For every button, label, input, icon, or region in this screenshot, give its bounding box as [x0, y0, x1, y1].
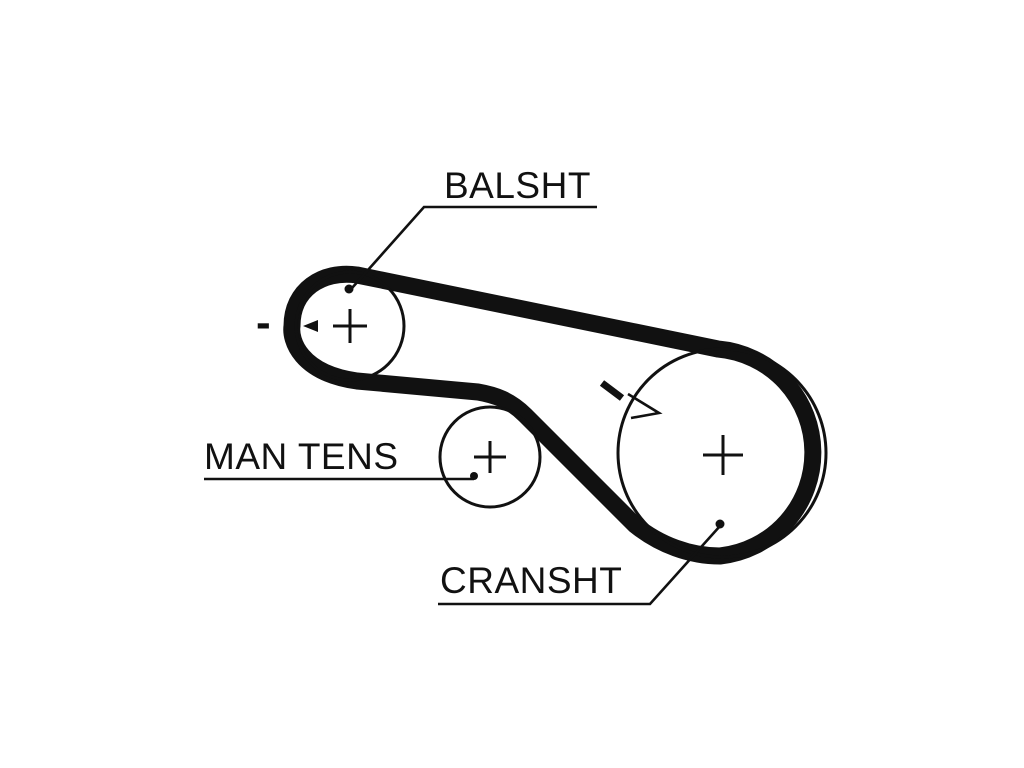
timing-belt: [283, 265, 822, 565]
crankshaft-timing-notch: [627, 392, 663, 420]
balance-shaft-label: BALSHT: [444, 165, 591, 206]
balance-shaft-timing-arrow: [303, 320, 318, 332]
crankshaft-minus-sign: [599, 380, 625, 401]
crankshaft-timing-dot: [715, 519, 725, 529]
manual-tensioner-label: MAN TENS: [204, 436, 399, 477]
crankshaft-pulley: [616, 347, 828, 559]
balance-shaft-leader: [351, 205, 597, 289]
balance-shaft-pulley: [294, 270, 406, 382]
manual-tensioner-pulley: [438, 405, 542, 509]
balance-shaft-minus-sign: -: [256, 298, 271, 347]
balance-shaft-timing-dot: [344, 284, 354, 294]
crankshaft-label: CRANSHT: [440, 560, 622, 601]
crankshaft-leader: [438, 525, 721, 606]
